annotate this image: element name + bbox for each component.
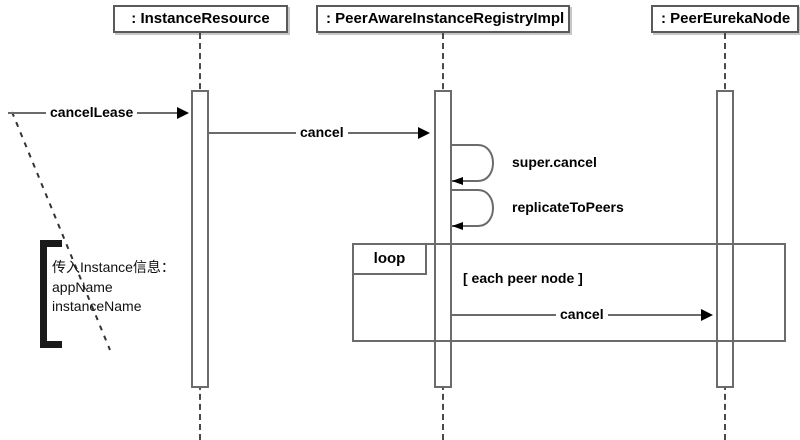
message-arrowhead-cancel-lease xyxy=(177,107,189,119)
activation-bar-peer-eureka-node[interactable] xyxy=(716,90,734,388)
participant-header-peer-aware-instance-registry-impl[interactable]: : PeerAwareInstanceRegistryImpl xyxy=(316,5,570,33)
message-label-cancel-lease: cancelLease xyxy=(46,104,138,120)
note-line-1: 传入Instance信息： xyxy=(52,259,175,275)
participant-header-peer-eureka-node[interactable]: : PeerEurekaNode xyxy=(651,5,799,33)
self-call-loop-super-cancel xyxy=(447,144,494,185)
participant-header-instance-resource[interactable]: : InstanceResource xyxy=(113,5,288,33)
activation-bar-instance-resource[interactable] xyxy=(191,90,209,388)
note-line-2: appName xyxy=(52,279,113,295)
message-arrowhead-cancel-to-registry xyxy=(418,127,430,139)
combined-fragment-operator-loop: loop xyxy=(352,243,427,275)
note-line-3: instanceName xyxy=(52,298,142,314)
self-call-loop-replicate-to-peers xyxy=(447,189,494,230)
combined-fragment-guard-condition: [ each peer node ] xyxy=(463,270,583,286)
message-arrowhead-cancel-to-peer-node xyxy=(701,309,713,321)
message-label-replicate-to-peers: replicateToPeers xyxy=(512,199,624,215)
note-bracket xyxy=(40,240,62,348)
activation-bar-peer-aware-instance-registry-impl[interactable] xyxy=(434,90,452,388)
combined-fragment-loop[interactable] xyxy=(352,243,786,342)
message-label-cancel-to-registry: cancel xyxy=(296,124,348,140)
message-label-super-cancel: super.cancel xyxy=(512,154,597,170)
message-label-cancel-to-peer-node: cancel xyxy=(556,306,608,322)
